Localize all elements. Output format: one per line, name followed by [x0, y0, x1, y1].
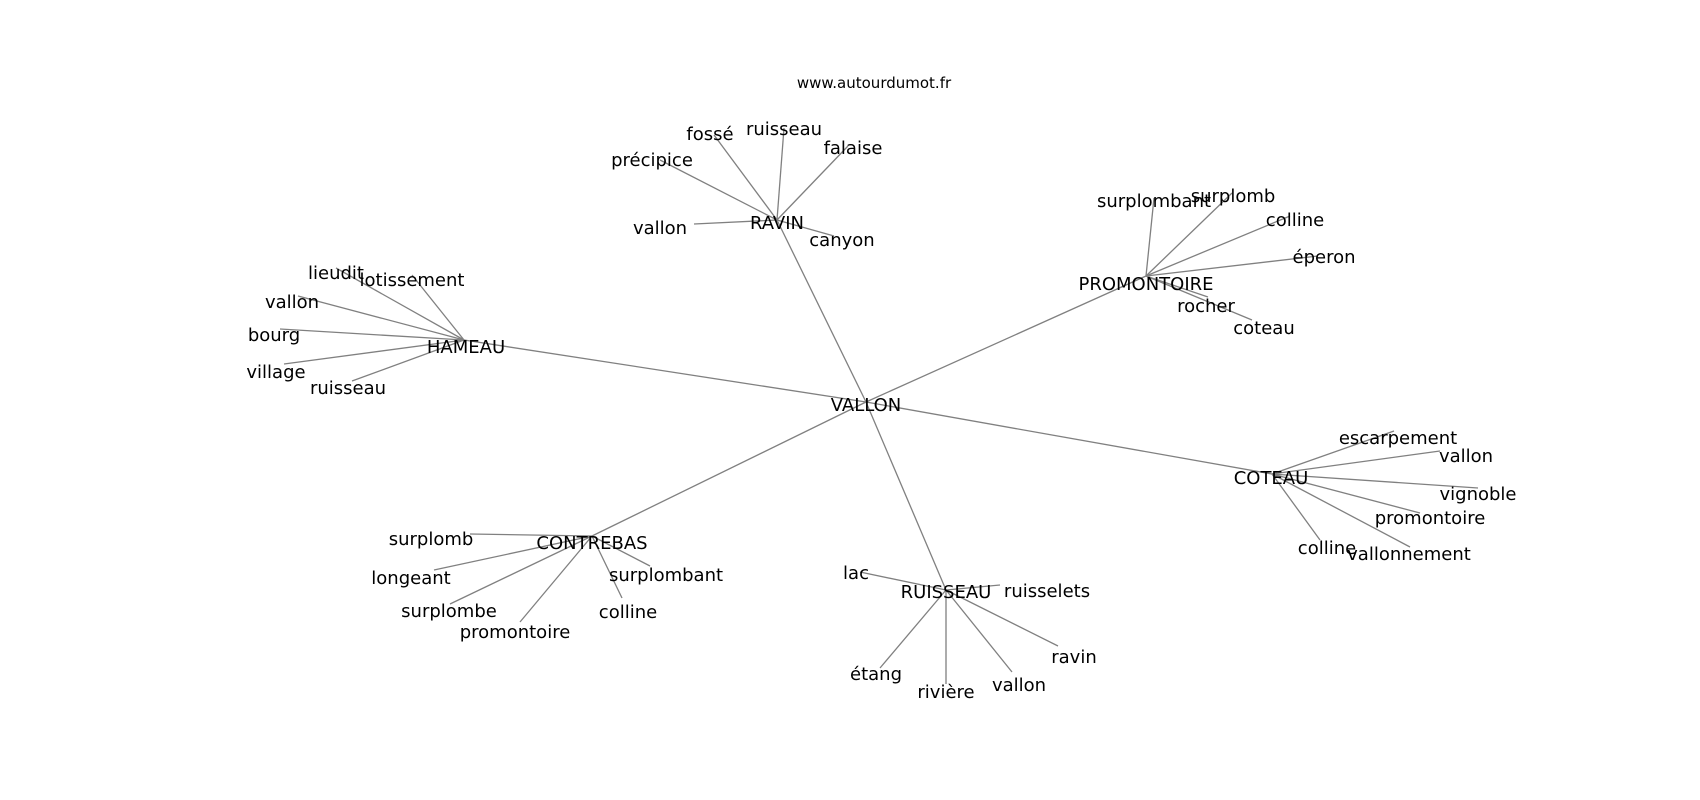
edge-promontoire-surplomb — [1145, 192, 1233, 277]
node-hub-hameau: HAMEAU — [427, 337, 505, 358]
edge-contrebas-colline — [591, 535, 623, 599]
node-leaf-ravin-fosse: fossé — [686, 124, 733, 145]
node-leaf-contrebas-surplomb: surplomb — [389, 529, 474, 550]
node-leaf-hameau-ruisseau: ruisseau — [310, 378, 386, 399]
edge-hameau-village — [283, 339, 465, 365]
edge-ruisseau-vallon — [945, 589, 1013, 673]
node-leaf-coteau-colline: colline — [1298, 538, 1356, 559]
node-leaf-coteau-vallonnement: vallonnement — [1347, 544, 1471, 565]
edge-ruisseau-ruisselets — [945, 584, 1001, 591]
node-leaf-promontoire-rocher: rocher — [1177, 296, 1235, 317]
node-hub-promontoire: PROMONTOIRE — [1078, 274, 1213, 295]
node-leaf-hameau-village: village — [246, 362, 305, 383]
node-leaf-ravin-precipice: précipice — [611, 150, 693, 171]
node-leaf-ravin-canyon: canyon — [809, 230, 874, 251]
edge-hameau-bourg — [279, 328, 465, 341]
node-leaf-ruisseau-vallon: vallon — [992, 675, 1046, 696]
node-leaf-ruisseau-ravin: ravin — [1051, 647, 1097, 668]
node-hub-ruisseau: RUISSEAU — [901, 582, 992, 603]
edge-contrebas-surplombant — [591, 535, 651, 567]
node-leaf-ravin-ruisseau: ruisseau — [746, 119, 822, 140]
node-leaf-hameau-lieudit: lieudit — [308, 263, 364, 284]
edge-contrebas-surplomb — [469, 533, 593, 537]
edge-hameau-lotissement — [411, 274, 465, 341]
node-leaf-coteau-escarpement: escarpement — [1339, 428, 1457, 449]
node-leaf-hameau-vallon: vallon — [265, 292, 319, 313]
node-hub-coteau: COTEAU — [1234, 468, 1309, 489]
node-leaf-ruisseau-lac: lac — [843, 563, 869, 584]
node-leaf-coteau-vignoble: vignoble — [1439, 484, 1516, 505]
node-leaf-contrebas-colline: colline — [599, 602, 657, 623]
node-leaf-promontoire-surplombant: surplombant — [1097, 191, 1211, 212]
node-leaf-ruisseau-riviere: rivière — [917, 682, 974, 703]
node-leaf-ravin-falaise: falaise — [824, 138, 883, 159]
node-leaf-promontoire-coteau: coteau — [1233, 318, 1294, 339]
node-leaf-promontoire-eperon: éperon — [1293, 247, 1356, 268]
edge-ruisseau-etang — [879, 589, 947, 669]
node-leaf-coteau-promontoire: promontoire — [1375, 508, 1486, 529]
edge-contrebas-surplombe — [449, 535, 593, 605]
edge-promontoire-surplombant — [1145, 197, 1155, 277]
edge-ravin-falaise — [776, 145, 849, 221]
edge-center-ravin — [776, 219, 867, 403]
edge-promontoire-eperon — [1145, 255, 1319, 277]
node-leaf-hameau-lotissement: lotissement — [360, 270, 465, 291]
node-leaf-ruisseau-ruisselets: ruisselets — [1004, 581, 1090, 602]
edge-center-hameau — [463, 339, 867, 403]
node-leaf-contrebas-promontoire: promontoire — [460, 622, 571, 643]
node-leaf-contrebas-surplombant: surplombant — [609, 565, 723, 586]
edge-hameau-lieudit — [335, 267, 465, 341]
edge-center-coteau — [865, 401, 1273, 475]
node-leaf-promontoire-colline: colline — [1266, 210, 1324, 231]
edge-ravin-precipice — [659, 159, 778, 221]
edge-center-promontoire — [865, 275, 1147, 403]
edge-ravin-vallon — [693, 219, 778, 225]
edge-promontoire-coteau — [1145, 275, 1253, 321]
edge-contrebas-promontoire — [519, 535, 593, 623]
edge-contrebas-longeant — [433, 535, 593, 571]
edge-coteau-vallonnement — [1271, 473, 1411, 548]
edge-promontoire-colline — [1145, 215, 1291, 277]
edge-ruisseau-ravin — [945, 589, 1059, 647]
node-leaf-ruisseau-etang: étang — [850, 664, 902, 685]
node-leaf-hameau-bourg: bourg — [248, 325, 300, 346]
edge-ravin-ruisseau — [776, 127, 785, 221]
edge-ruisseau-lac — [859, 571, 947, 591]
edge-hameau-vallon — [297, 295, 465, 341]
node-leaf-ravin-vallon: vallon — [633, 218, 687, 239]
node-center-vallon: VALLON — [831, 395, 902, 416]
edge-coteau-colline — [1271, 473, 1321, 541]
node-hub-contrebas: CONTREBAS — [536, 533, 647, 554]
edge-coteau-promontoire — [1271, 473, 1421, 514]
edge-coteau-escarpement — [1271, 430, 1395, 475]
edge-coteau-vignoble — [1271, 473, 1479, 489]
node-leaf-contrebas-longeant: longeant — [371, 568, 450, 589]
node-leaf-coteau-vallon: vallon — [1439, 446, 1493, 467]
edge-coteau-vallon — [1271, 450, 1441, 475]
source-url: www.autourdumot.fr — [797, 74, 952, 92]
edge-ravin-canyon — [776, 219, 835, 237]
node-leaf-contrebas-surplombe: surplombe — [401, 601, 497, 622]
edge-center-ruisseau — [865, 401, 947, 591]
edges-layer — [279, 127, 1479, 684]
node-leaf-promontoire-surplomb: surplomb — [1191, 186, 1276, 207]
node-hub-ravin: RAVIN — [750, 213, 804, 234]
edge-ravin-fosse — [713, 134, 778, 221]
edge-center-contrebas — [591, 401, 867, 537]
edge-hameau-ruisseau — [351, 339, 465, 382]
edge-promontoire-rocher — [1145, 275, 1209, 298]
